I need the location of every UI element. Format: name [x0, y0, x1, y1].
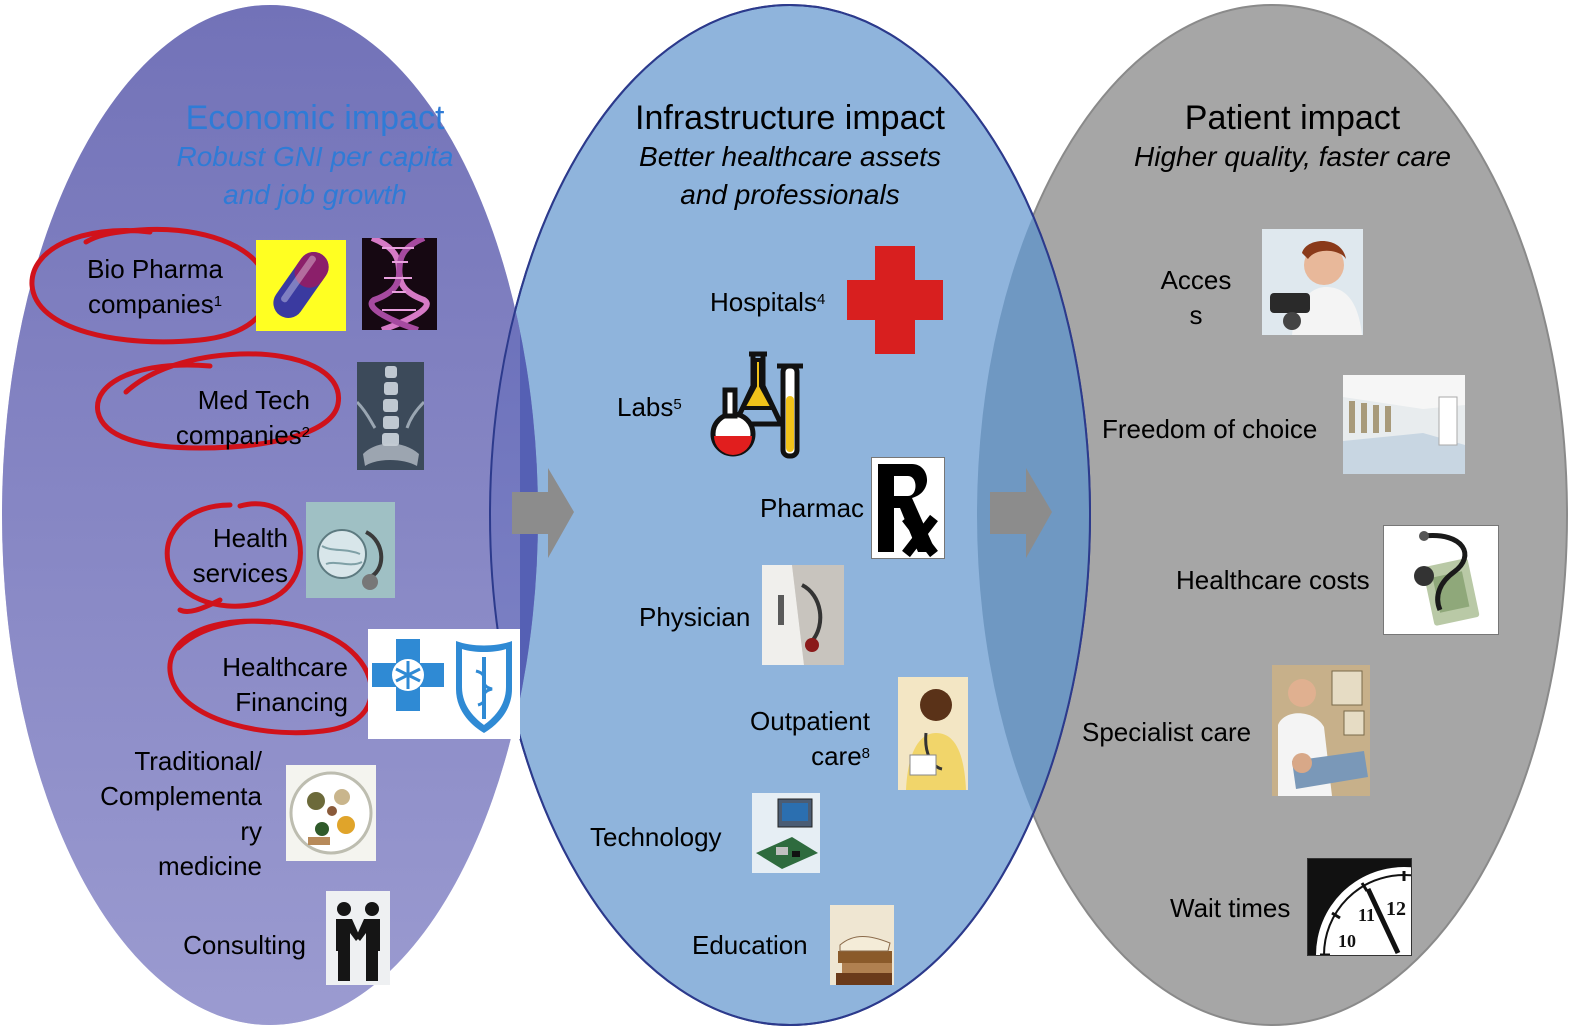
freedom-text: Freedom of choice — [1102, 414, 1318, 444]
economic-heading: Economic impact Robust GNI per capita an… — [100, 98, 530, 214]
dna-icon — [362, 238, 437, 330]
infrastructure-subtitle-line2: and professionals — [680, 179, 900, 210]
hospitals-note: 4 — [816, 291, 826, 308]
education-text: Education — [692, 930, 808, 960]
financing-line1: Healthcare — [222, 652, 348, 682]
medtech-line2: companies — [175, 420, 302, 450]
traditional-line1: Traditional/ — [134, 746, 262, 776]
traditional-line3: ry — [240, 816, 262, 846]
label-health-services: Health services — [150, 521, 288, 591]
biopharma-note: 1 — [213, 293, 223, 310]
handshake-icon — [326, 891, 390, 985]
infrastructure-subtitle-line1: Better healthcare assets — [639, 141, 941, 172]
stethoscope-money-icon — [1383, 525, 1499, 635]
technology-text: Technology — [590, 822, 722, 852]
label-wait: Wait times — [1170, 891, 1290, 926]
stethoscope-globe-icon — [306, 502, 395, 598]
biopharma-line2-wrap: companies1 — [70, 287, 240, 322]
patient-subtitle: Higher quality, faster care — [1134, 141, 1451, 172]
labs-text: Labs — [617, 392, 674, 422]
herbs-icon — [286, 765, 376, 861]
label-costs: Healthcare costs — [1176, 563, 1370, 598]
hallway-doors-icon — [1343, 375, 1465, 474]
access-line2: s — [1189, 300, 1203, 330]
outpatient-note: 8 — [861, 745, 870, 762]
clock-eleven: 11 — [1358, 905, 1375, 925]
arrow-infrastructure-to-patient — [990, 468, 1052, 558]
medtech-line2-wrap: companies2 — [130, 418, 310, 453]
circle-mark-biopharma — [29, 226, 271, 345]
outpatient-line2-wrap: care8 — [700, 739, 870, 774]
label-education: Education — [692, 928, 808, 963]
labs-note: 5 — [673, 396, 682, 413]
consulting-line1: Consulting — [183, 930, 306, 960]
label-pharmacy: Pharmac — [760, 491, 864, 526]
arrow-economic-to-infrastructure — [512, 468, 574, 558]
circle-mark-medtech — [95, 351, 341, 451]
label-biopharma: Bio Pharma companies1 — [70, 252, 240, 322]
label-hospitals: Hospitals4 — [710, 285, 825, 320]
blue-shield-logo — [448, 629, 520, 739]
label-labs: Labs5 — [617, 390, 682, 425]
clock-ten: 10 — [1338, 931, 1356, 951]
infrastructure-heading: Infrastructure impact Better healthcare … — [580, 98, 1000, 214]
economic-subtitle-line2: and job growth — [223, 179, 407, 210]
label-financing: Healthcare Financing — [170, 650, 348, 720]
label-access: Acces s — [1146, 263, 1246, 333]
circle-mark-financing — [167, 618, 374, 736]
medtech-note: 2 — [301, 424, 310, 441]
traditional-line2: Complementa — [100, 781, 262, 811]
lab-flask-icon — [705, 346, 803, 462]
traditional-line4: medicine — [157, 851, 262, 881]
label-freedom: Freedom of choice — [1102, 412, 1317, 447]
label-technology: Technology — [590, 820, 722, 855]
nurse-icon — [898, 677, 968, 790]
blood-pressure-icon — [1262, 229, 1363, 335]
label-outpatient: Outpatient care8 — [700, 704, 870, 774]
doctor-patient-icon — [1272, 665, 1370, 796]
doctor-coat-icon — [762, 565, 844, 665]
biopharma-line1: Bio Pharma — [87, 254, 223, 284]
hospitals-text: Hospitals — [710, 287, 817, 317]
circuit-board-icon — [752, 793, 820, 873]
patient-heading: Patient impact Higher quality, faster ca… — [1100, 98, 1485, 176]
books-icon — [830, 905, 894, 985]
clock-twelve: 12 — [1386, 898, 1406, 920]
physician-text: Physician — [639, 602, 751, 632]
xray-icon — [357, 362, 424, 470]
capsule-icon — [256, 240, 346, 331]
economic-title: Economic impact — [185, 99, 445, 137]
health-services-line2: services — [192, 558, 288, 588]
specialist-text: Specialist care — [1082, 717, 1252, 747]
blue-cross-logo — [368, 629, 448, 739]
label-specialist: Specialist care — [1082, 715, 1251, 750]
outpatient-line1: Outpatient — [750, 706, 870, 736]
label-traditional: Traditional/ Complementa ry medicine — [60, 744, 262, 884]
label-medtech: Med Tech companies2 — [130, 383, 310, 453]
financing-line2: Financing — [235, 687, 348, 717]
economic-subtitle-line1: Robust GNI per capita — [176, 141, 454, 172]
pharmacy-text: Pharmac — [760, 493, 865, 523]
circle-mark-health-services — [164, 501, 303, 615]
rx-icon — [871, 457, 945, 559]
label-consulting: Consulting — [120, 928, 306, 963]
health-services-line1: Health — [212, 523, 288, 553]
patient-title: Patient impact — [1184, 99, 1401, 137]
costs-text: Healthcare costs — [1176, 565, 1370, 595]
access-line1: Acces — [1160, 265, 1232, 295]
outpatient-line2: care — [811, 741, 862, 771]
medtech-line1: Med Tech — [197, 385, 310, 415]
label-physician: Physician — [639, 600, 750, 635]
red-cross-icon — [847, 246, 943, 354]
wait-text: Wait times — [1170, 893, 1291, 923]
infrastructure-title: Infrastructure impact — [635, 99, 945, 137]
biopharma-line2: companies — [87, 289, 214, 319]
